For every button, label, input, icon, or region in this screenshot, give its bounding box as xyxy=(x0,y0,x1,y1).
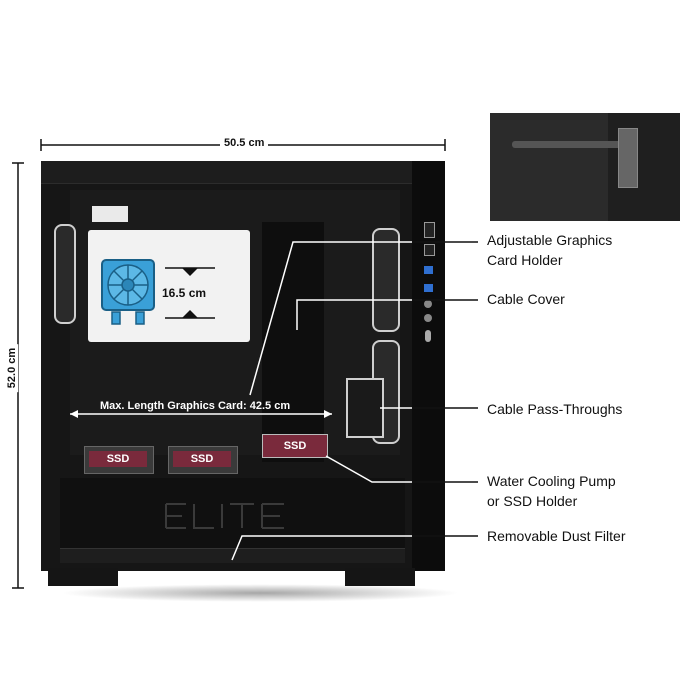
ssd-text-2: SSD xyxy=(190,453,214,465)
callout-cable-cover: Cable Cover xyxy=(487,291,565,307)
callout-graphics-line-2: Card Holder xyxy=(487,252,563,268)
case-foot-left xyxy=(48,568,118,586)
ssd-label-1: SSD xyxy=(89,451,147,467)
io-audio-1 xyxy=(424,300,432,308)
io-power xyxy=(425,330,431,342)
case-top-rim xyxy=(41,161,445,184)
inset-holder-clip xyxy=(618,128,638,188)
ssd-label-2: SSD xyxy=(173,451,231,467)
cooler-height-arrows xyxy=(165,267,215,319)
callout-graphics-line-1: Adjustable Graphics xyxy=(487,232,613,248)
graphics-card-length-label: Max. Length Graphics Card: 42.5 cm xyxy=(100,400,291,412)
io-audio-2 xyxy=(424,314,432,322)
callout-pump-line-1: Water Cooling Pump xyxy=(487,473,616,489)
ssd-text-3: SSD xyxy=(283,440,307,452)
elite-logo xyxy=(165,503,284,529)
case-sticker xyxy=(92,206,128,222)
case-foot-right xyxy=(345,568,415,586)
ssd-label-3: SSD xyxy=(262,434,328,458)
io-port-2 xyxy=(424,244,435,256)
io-usb-1 xyxy=(424,266,433,274)
callout-pump-holder: Water Cooling Pump or SSD Holder xyxy=(487,471,616,511)
cooler-fan-icon xyxy=(101,259,155,325)
callout-dust-filter: Removable Dust Filter xyxy=(487,528,626,544)
io-usb-2 xyxy=(424,284,433,292)
cable-cover-panel xyxy=(262,222,324,462)
width-label: 50.5 cm xyxy=(220,137,269,149)
front-fan-top xyxy=(372,228,400,332)
inset-holder-arm xyxy=(512,141,632,148)
cooler-height-label: 16.5 cm xyxy=(162,286,207,300)
callout-cable-pass-throughs: Cable Pass-Throughs xyxy=(487,401,623,417)
callout-pump-line-2: or SSD Holder xyxy=(487,493,578,509)
io-port-1 xyxy=(424,222,435,238)
rear-fan xyxy=(54,224,76,324)
floor-shadow xyxy=(60,584,460,602)
callout-graphics-card-holder: Adjustable Graphics Card Holder xyxy=(487,230,612,270)
dust-filter xyxy=(60,548,405,563)
ssd-text-1: SSD xyxy=(106,453,130,465)
